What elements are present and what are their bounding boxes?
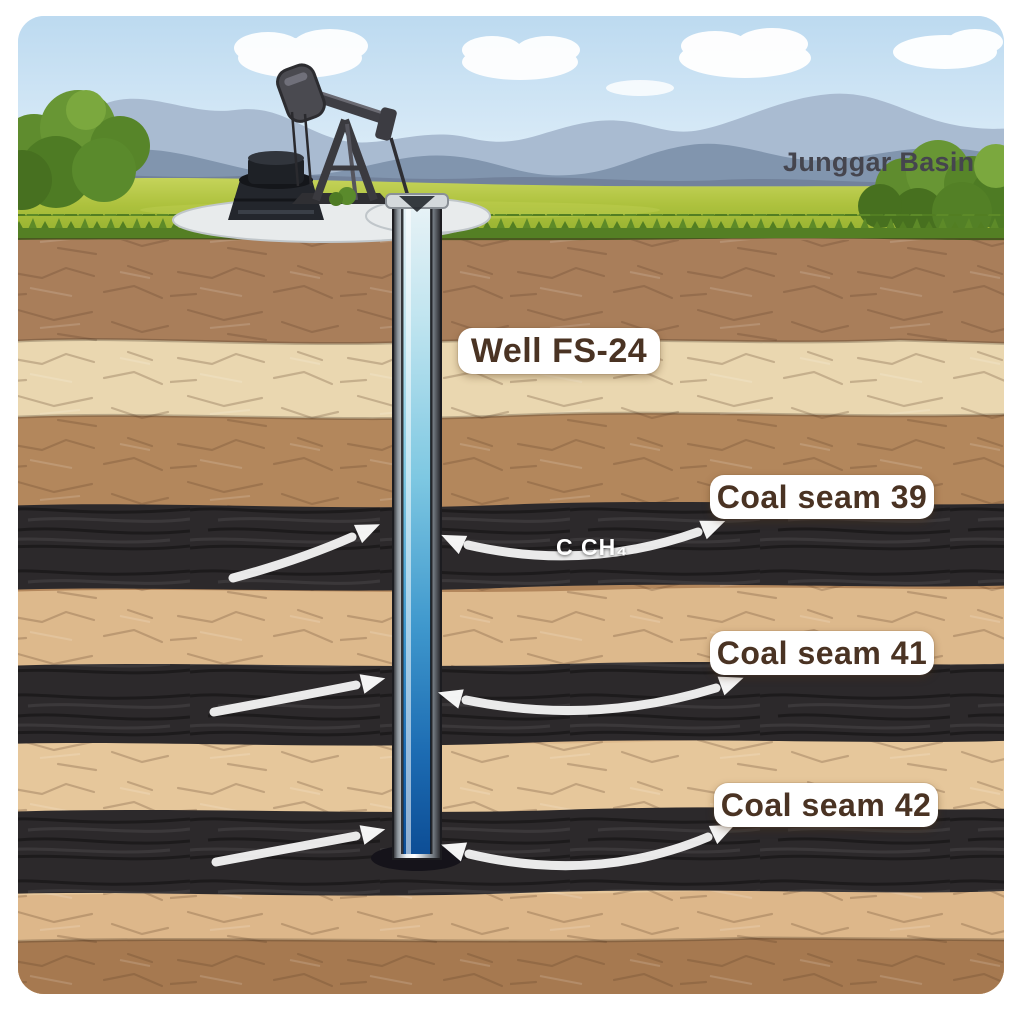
storage-tank-icon — [228, 151, 324, 220]
arrow-seam42-right — [464, 832, 713, 871]
coal-seam-42-label: Coal seam 42 — [714, 783, 938, 827]
coal-seam-39-label: Coal seam 39 — [710, 475, 934, 519]
pumpjack-icon — [276, 63, 411, 206]
well-label: Well FS-24 — [458, 328, 660, 374]
region-label: Junggar Basin — [783, 147, 975, 177]
clouds — [84, 28, 1004, 143]
arrow-seam39-right — [463, 527, 703, 561]
arrow-seam41-left — [209, 680, 361, 717]
coal-seam-39-label-text: Coal seam 39 — [716, 478, 928, 515]
well-pipe — [385, 193, 449, 860]
methane-label: C CH₄ — [556, 534, 629, 560]
coal-seam-41-label: Coal seam 41 — [710, 631, 934, 675]
well-label-text: Well FS-24 — [470, 331, 648, 370]
gas-flow-arrowheads — [353, 520, 744, 862]
gas-flow-arrows — [209, 527, 721, 871]
arrow-seam42-left — [211, 831, 361, 867]
coal-seam-42-label-text: Coal seam 42 — [720, 786, 932, 823]
arrow-seam39-left — [228, 532, 357, 583]
bushes-left — [18, 90, 150, 210]
coal-seam-41-label-text: Coal seam 41 — [716, 634, 928, 671]
coal-seam-42-band — [18, 807, 1004, 896]
arrow-seam41-right — [461, 683, 721, 715]
geological-cross-section — [18, 16, 1004, 994]
